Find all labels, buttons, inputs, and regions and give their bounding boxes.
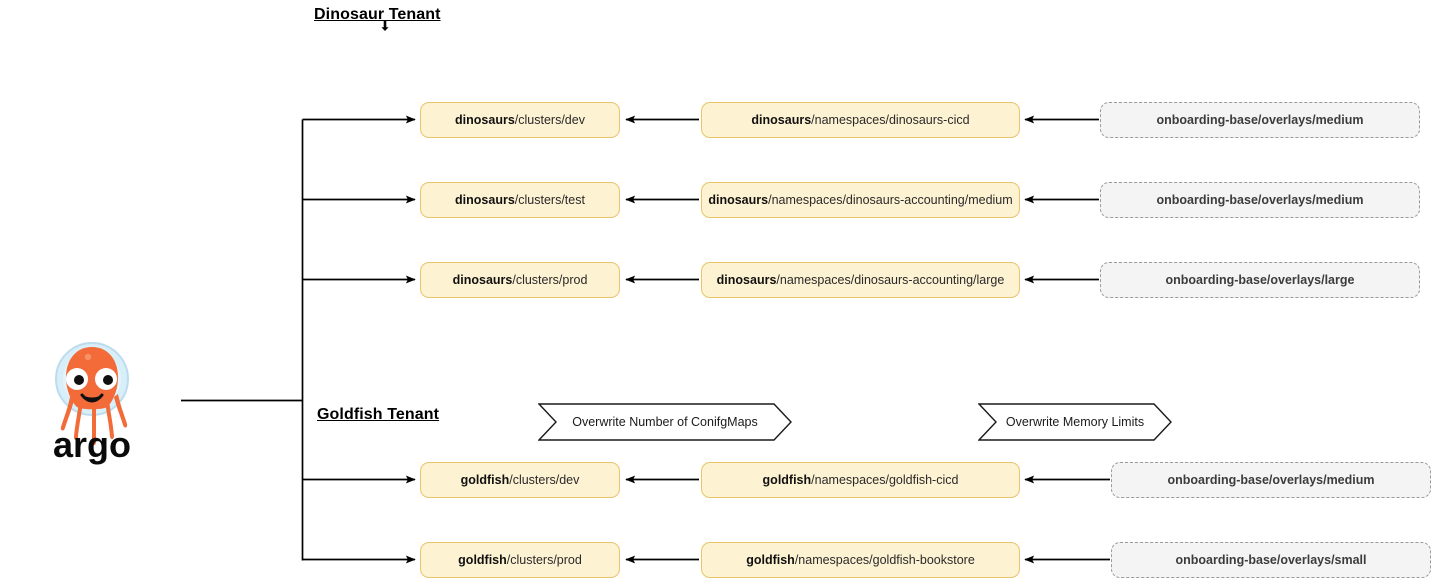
callout-label: Overwrite Number of ConifgMaps bbox=[572, 415, 758, 429]
namespace-app-box[interactable]: goldfish/namespaces/goldfish-bookstore bbox=[701, 542, 1020, 578]
cluster-app-prefix: dinosaurs bbox=[452, 273, 513, 287]
callout-shape bbox=[978, 403, 1172, 441]
callout-overwrite-configmaps: Overwrite Number of ConifgMaps bbox=[538, 403, 792, 441]
cluster-app-box[interactable]: dinosaurs/clusters/dev bbox=[420, 102, 620, 138]
namespace-app-suffix: /namespaces/dinosaurs-cicd bbox=[811, 113, 970, 127]
callout-label: Overwrite Memory Limits bbox=[1005, 415, 1145, 429]
namespace-app-box[interactable]: dinosaurs/namespaces/dinosaurs-cicd bbox=[701, 102, 1020, 138]
cluster-app-prefix: goldfish bbox=[460, 473, 510, 487]
onboarding-base-box[interactable]: onboarding-base/overlays/large bbox=[1100, 262, 1420, 298]
cluster-app-box[interactable]: goldfish/clusters/prod bbox=[420, 542, 620, 578]
cluster-app-suffix: /clusters/prod bbox=[512, 273, 588, 287]
namespace-app-prefix: dinosaurs bbox=[751, 113, 812, 127]
tenant-heading-dinosaur: Dinosaur Tenant bbox=[314, 6, 441, 23]
cluster-app-suffix: /clusters/prod bbox=[506, 553, 582, 567]
namespace-app-prefix: goldfish bbox=[746, 553, 795, 567]
cluster-app-prefix: dinosaurs bbox=[455, 113, 515, 127]
namespace-app-suffix: /namespaces/dinosaurs-accounting/medium bbox=[768, 193, 1013, 207]
argo-wordmark: argo bbox=[53, 424, 131, 465]
namespace-app-suffix: /namespaces/goldfish-bookstore bbox=[794, 553, 975, 567]
cluster-app-box[interactable]: dinosaurs/clusters/prod bbox=[420, 262, 620, 298]
cluster-app-prefix: goldfish bbox=[458, 553, 507, 567]
onboarding-base-box[interactable]: onboarding-base/overlays/medium bbox=[1100, 182, 1420, 218]
tenant-heading-goldfish: Goldfish Tenant bbox=[317, 406, 440, 423]
namespace-app-box[interactable]: dinosaurs/namespaces/dinosaurs-accountin… bbox=[701, 262, 1020, 298]
cluster-app-suffix: /clusters/test bbox=[514, 193, 585, 207]
onboarding-base-box[interactable]: onboarding-base/overlays/medium bbox=[1111, 462, 1431, 498]
cluster-app-suffix: /clusters/dev bbox=[514, 113, 585, 127]
namespace-app-box[interactable]: dinosaurs/namespaces/dinosaurs-accountin… bbox=[701, 182, 1020, 218]
callout-shape bbox=[538, 403, 792, 441]
onboarding-base-box[interactable]: onboarding-base/overlays/small bbox=[1111, 542, 1431, 578]
onboarding-base-box[interactable]: onboarding-base/overlays/medium bbox=[1100, 102, 1420, 138]
argo-logo: argo bbox=[44, 335, 140, 465]
namespace-app-prefix: dinosaurs bbox=[708, 193, 769, 207]
cluster-app-box[interactable]: dinosaurs/clusters/test bbox=[420, 182, 620, 218]
namespace-app-prefix: dinosaurs bbox=[716, 273, 777, 287]
namespace-app-prefix: goldfish bbox=[762, 473, 812, 487]
cluster-app-suffix: /clusters/dev bbox=[509, 473, 580, 487]
namespace-app-box[interactable]: goldfish/namespaces/goldfish-cicd bbox=[701, 462, 1020, 498]
cluster-app-prefix: dinosaurs bbox=[455, 193, 515, 207]
cluster-app-box[interactable]: goldfish/clusters/dev bbox=[420, 462, 620, 498]
namespace-app-suffix: /namespaces/dinosaurs-accounting/large bbox=[776, 273, 1005, 287]
callout-overwrite-memory-limits: Overwrite Memory Limits bbox=[978, 403, 1172, 441]
namespace-app-suffix: /namespaces/goldfish-cicd bbox=[811, 473, 959, 487]
